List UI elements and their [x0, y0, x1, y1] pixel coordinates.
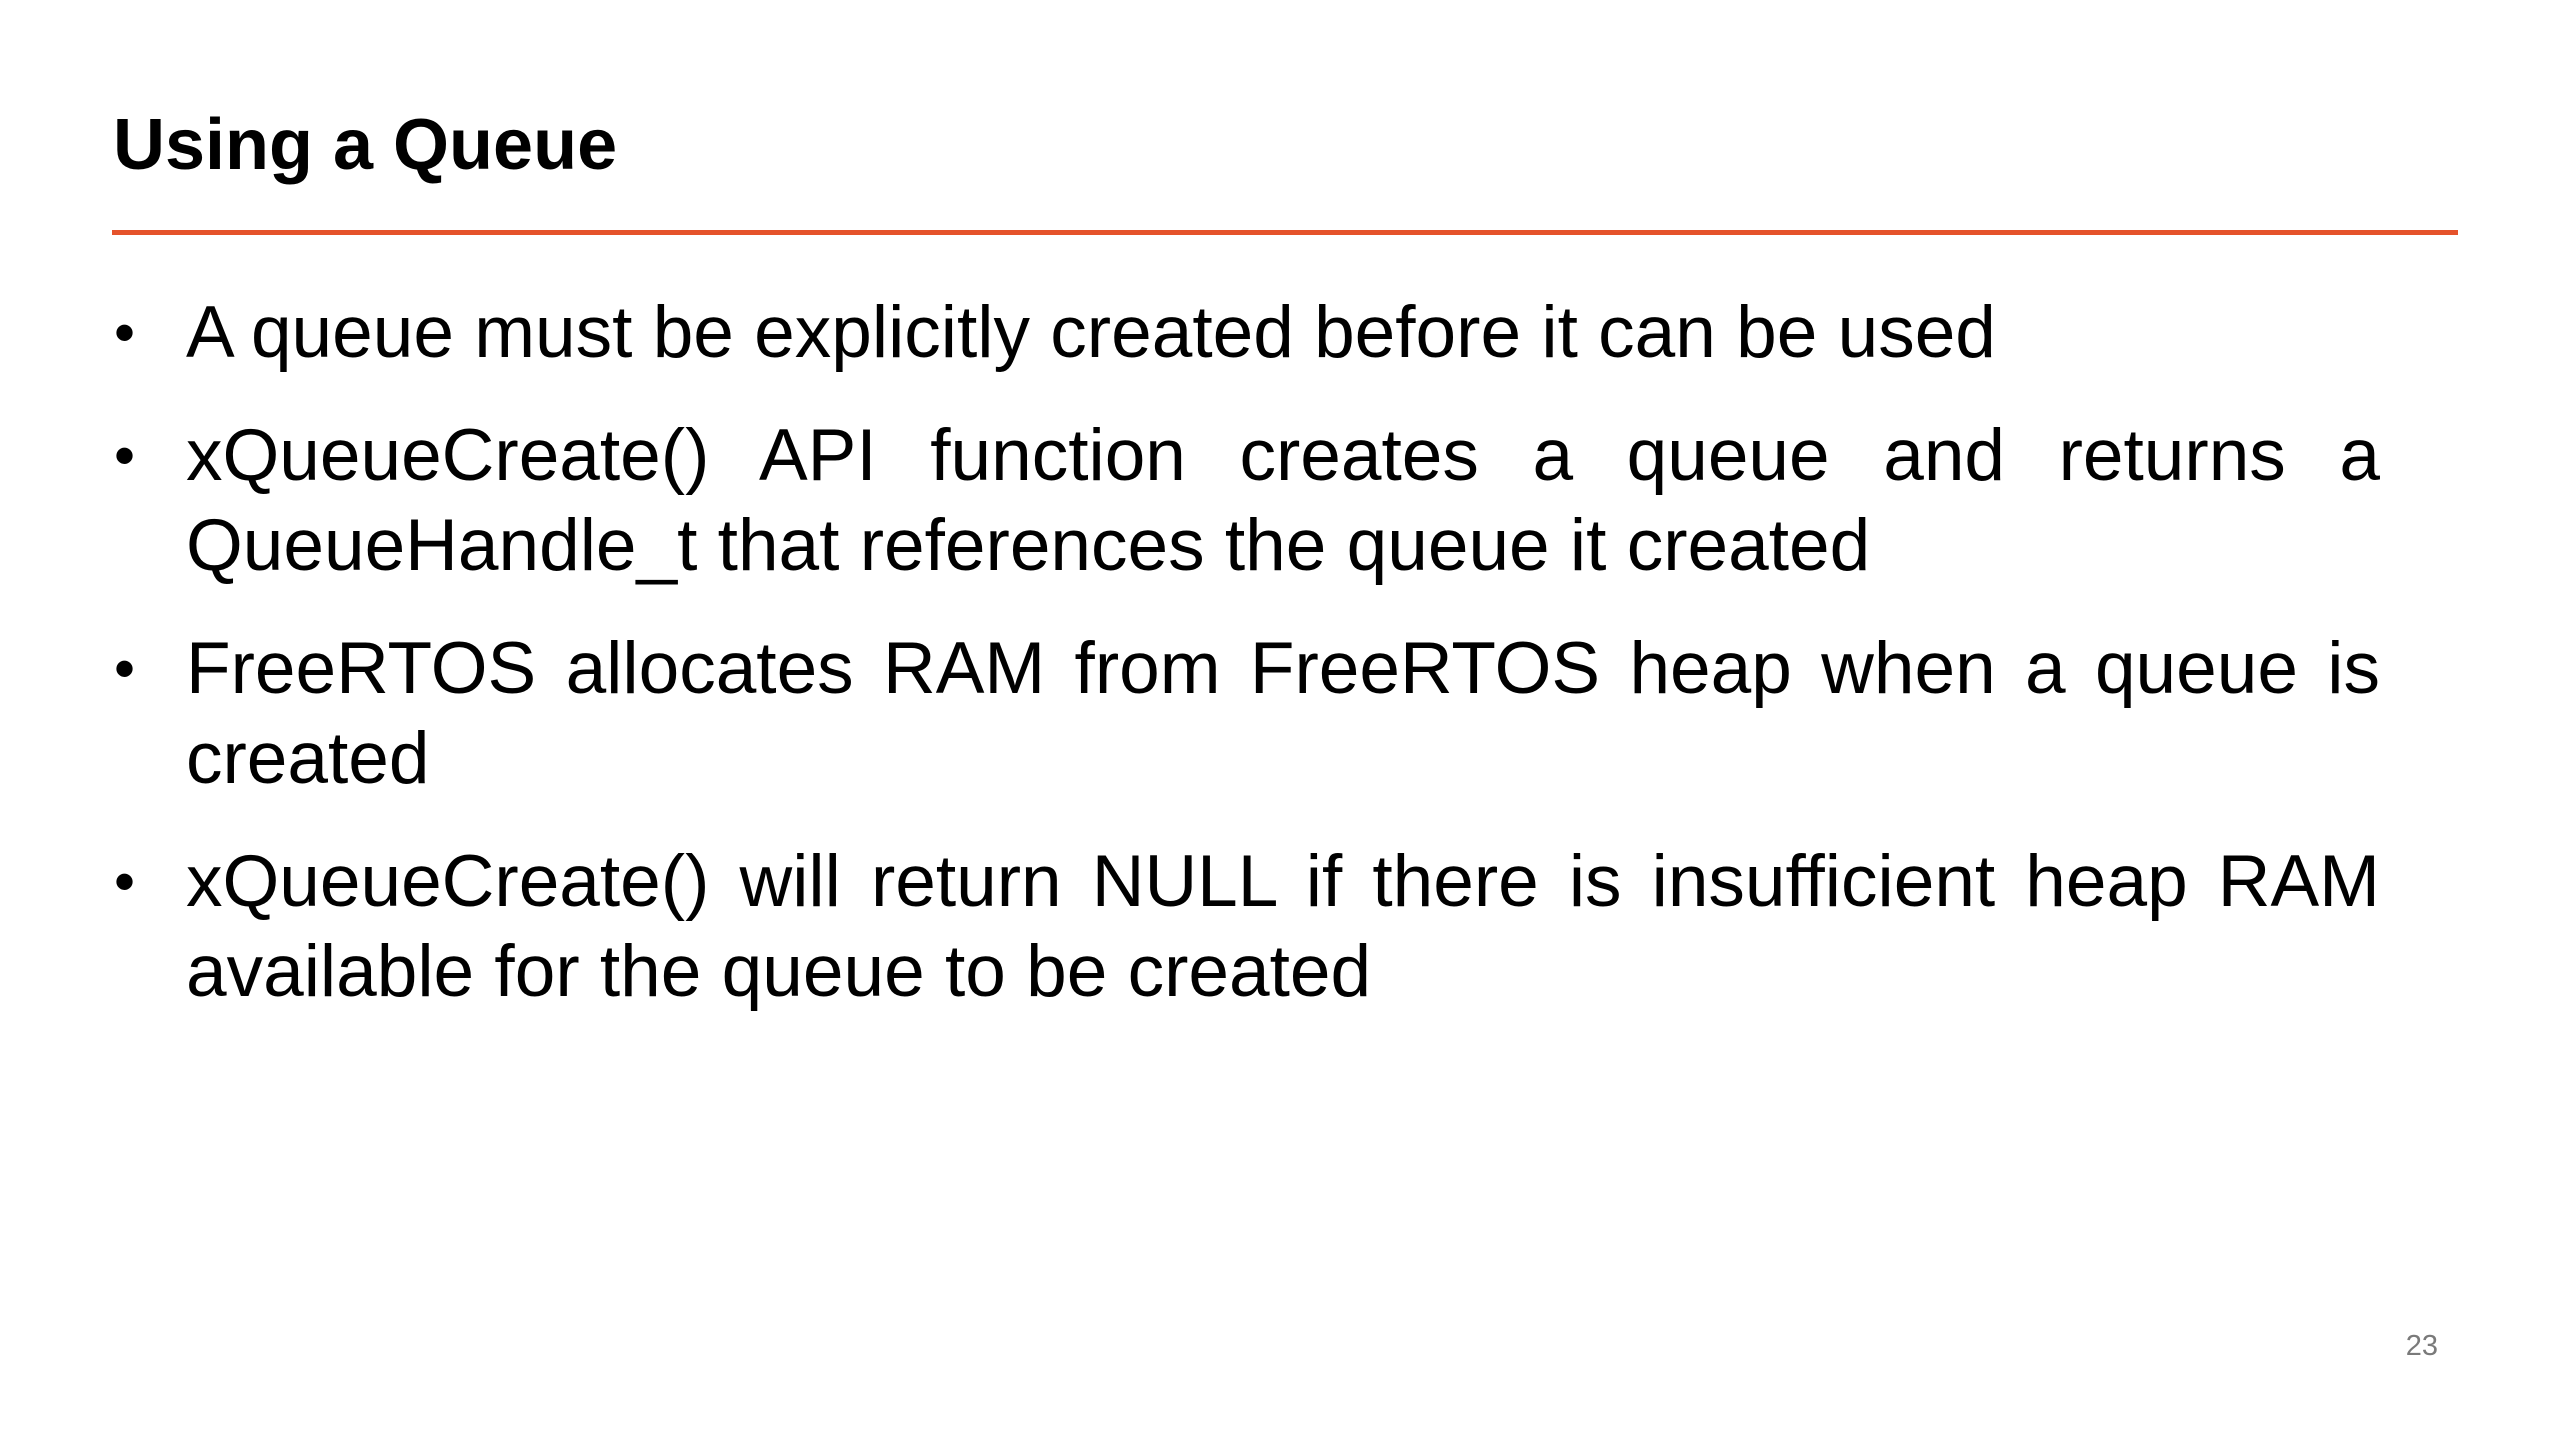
bullet-text: xQueueCreate() API function creates a qu…	[186, 415, 2380, 586]
bullet-item: • xQueueCreate() API function creates a …	[110, 411, 2380, 591]
bullet-item: • FreeRTOS allocates RAM from FreeRTOS h…	[110, 624, 2380, 804]
page-number: 23	[2405, 1330, 2438, 1362]
bullet-text: xQueueCreate() will return NULL if there…	[186, 841, 2380, 1012]
slide-title: Using a Queue	[113, 105, 618, 185]
bullet-text: FreeRTOS allocates RAM from FreeRTOS hea…	[186, 628, 2380, 799]
bullet-icon: •	[114, 848, 136, 915]
bullet-icon: •	[114, 422, 136, 489]
bullet-icon: •	[114, 635, 136, 702]
bullet-item: • A queue must be explicitly created bef…	[110, 288, 2380, 378]
bullet-icon: •	[114, 299, 136, 366]
bullet-list: • A queue must be explicitly created bef…	[110, 288, 2380, 1050]
bullet-text: A queue must be explicitly created befor…	[186, 292, 1996, 373]
title-divider	[112, 230, 2458, 235]
bullet-item: • xQueueCreate() will return NULL if the…	[110, 837, 2380, 1017]
